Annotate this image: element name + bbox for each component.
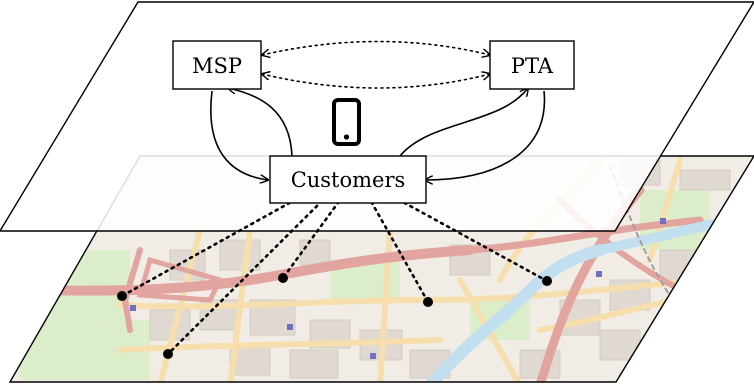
- customer-links: [120, 194, 549, 356]
- customer-link-2: [166, 194, 329, 356]
- customer-point: [542, 276, 552, 286]
- msp-label: MSP: [192, 54, 242, 78]
- customer-points: [117, 273, 552, 359]
- customers-label: Customers: [291, 168, 406, 192]
- customers-to-pta-arrow: [399, 88, 528, 157]
- node-pta: PTA: [489, 40, 575, 90]
- customers-box: [269, 155, 427, 204]
- node-msp: MSP: [172, 40, 262, 90]
- customer-link-3: [281, 194, 345, 280]
- msp-box: [172, 40, 262, 90]
- customers-to-msp-arrow: [228, 88, 293, 157]
- smartphone-icon: [332, 98, 361, 146]
- pta-to-msp-arrow: [262, 74, 490, 89]
- msp-pta-links: [262, 40, 490, 89]
- customer-point: [278, 273, 288, 283]
- customer-point: [423, 297, 433, 307]
- customer-link-1: [120, 194, 304, 298]
- pta-box: [489, 40, 575, 90]
- map-transit-stops: [130, 218, 666, 359]
- msp-to-customers-arrow: [210, 90, 268, 180]
- node-customers: Customers: [269, 155, 427, 204]
- customer-link-5: [390, 194, 549, 283]
- pta-to-customers-arrow: [425, 90, 546, 180]
- msp-to-pta-arrow: [262, 40, 490, 56]
- customer-link-4: [366, 194, 430, 304]
- customer-point: [117, 291, 127, 301]
- service-arrows: [210, 88, 546, 180]
- customer-point: [163, 349, 173, 359]
- pta-label: PTA: [511, 54, 554, 78]
